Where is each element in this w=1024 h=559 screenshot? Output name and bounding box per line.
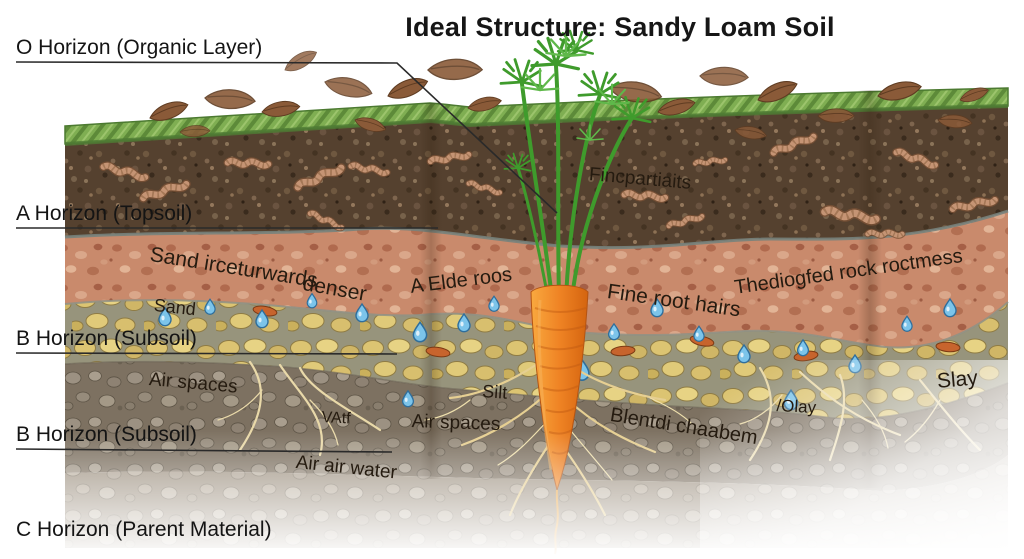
leader-line-b-horizon-1: [15, 352, 398, 355]
annotation-slay: Slay: [936, 366, 979, 393]
block-crease-left: [420, 103, 442, 479]
annotation-sand: Sand: [152, 295, 197, 320]
bottom-right-fade: [700, 360, 1024, 559]
annotation-air-spaces-center: Air spaces: [411, 411, 501, 436]
leader-line-o-horizon: [15, 61, 558, 214]
horizon-label-c: C Horizon (Parent Material): [16, 518, 272, 541]
horizon-label-a: A Horizon (Topsoil): [16, 202, 193, 225]
diagram-title: Ideal Structure: Sandy Loam Soil: [405, 12, 835, 42]
clay-layer: [65, 211, 1008, 348]
leader-line-b-horizon-2: [15, 448, 393, 453]
grass-front-lip: [64, 104, 1009, 146]
horizon-label-b1: B Horizon (Subsoil): [16, 327, 197, 350]
carrot-body: [530, 284, 589, 555]
leader-lines: [15, 61, 558, 453]
carrot-greens: [516, 64, 634, 300]
annotation-silt: Silt: [481, 381, 508, 403]
horizon-label-b2: B Horizon (Subsoil): [16, 423, 197, 446]
horizon-label-o: O Horizon (Organic Layer): [16, 36, 263, 59]
annotation-olay: /Olay: [776, 396, 817, 418]
annotation-vatf: VAtf: [321, 409, 352, 428]
